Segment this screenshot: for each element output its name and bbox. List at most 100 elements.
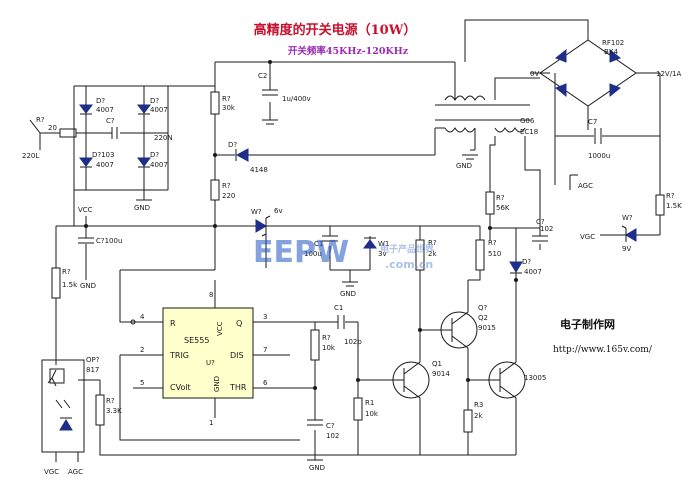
resistor-56k [485,191,495,215]
svg-text:102p: 102p [344,338,362,346]
output-voltage-label: 12V/1A [656,70,682,78]
svg-text:220: 220 [222,192,235,200]
svg-text:R?: R? [666,192,675,200]
svg-text:4007: 4007 [150,161,168,169]
vgc-label-bottom: VGC [44,468,59,476]
site-url: http://www.165v.com/ [553,345,653,355]
svg-text:TRIG: TRIG [169,351,189,360]
svg-text:3.3K: 3.3K [106,407,122,415]
svg-text:9014: 9014 [432,370,450,378]
svg-text:W?: W? [622,214,633,222]
svg-text:4: 4 [140,313,145,321]
svg-text:0V: 0V [530,70,539,78]
svg-text:9V: 9V [622,245,631,253]
agc-label: AGC [578,182,593,190]
svg-text:VCC: VCC [216,321,224,336]
svg-text:1.5K: 1.5K [666,202,682,210]
svg-text:5: 5 [140,379,144,387]
resistor-510 [475,239,485,271]
svg-text:C1: C1 [334,304,343,312]
svg-text:R?: R? [62,268,71,276]
svg-text:30k: 30k [222,104,236,112]
svg-text:1u/400v: 1u/400v [282,95,311,103]
svg-text:OP?: OP? [86,356,100,364]
svg-text:R?: R? [496,194,505,202]
svg-text:1000u: 1000u [588,152,610,160]
svg-text:R?: R? [322,334,331,342]
svg-text:RF102: RF102 [602,39,624,47]
input-voltage-label: 220L [22,152,39,160]
svg-text:100u: 100u [304,250,322,258]
agc-label-bottom: AGC [68,468,83,476]
svg-text:Q1: Q1 [432,360,442,368]
vgc-label: VGC [580,233,595,241]
svg-text:C?100u: C?100u [96,237,122,245]
svg-text:GND: GND [340,290,356,298]
resistor-r3 [463,409,473,433]
svg-text:C1: C1 [314,240,323,248]
svg-text:Q?: Q? [478,304,488,312]
svg-text:R3: R3 [474,401,483,409]
svg-text:EEPW: EEPW [253,235,349,270]
svg-text:C2: C2 [258,72,267,80]
svg-text:R?: R? [222,95,231,103]
svg-text:56K: 56K [496,204,510,212]
ic-name: SE555 [184,336,209,345]
svg-text:1.5k: 1.5k [62,281,78,289]
svg-text:9015: 9015 [478,324,496,332]
svg-text:1: 1 [209,419,213,427]
svg-text:R?: R? [488,239,497,247]
svg-text:13005: 13005 [524,374,546,382]
svg-text:8: 8 [209,291,213,299]
gnd-label-1: GND [134,204,150,212]
svg-text:G06: G06 [520,117,535,125]
svg-text:6: 6 [263,379,268,387]
svg-text:Q2: Q2 [478,314,488,322]
diode-4007-snubber [509,261,523,273]
svg-text:D?: D? [150,151,159,159]
optocoupler: OP?817 VGC AGC [41,350,100,476]
svg-text:D?103: D?103 [92,151,114,159]
input-resistor [59,128,77,138]
svg-text:2: 2 [140,346,144,354]
svg-text:3: 3 [263,313,267,321]
svg-text:BX4: BX4 [604,48,619,56]
bridge-diode-1: D?4007 [79,97,114,115]
title: 高精度的开关电源（10W） [254,22,417,38]
eepw-watermark: EEPW 电子产品世界 .com.cn [253,235,434,271]
svg-text:C7: C7 [588,118,597,126]
resistor-1.5k [51,267,61,299]
subtitle: 开关频率45KHz-120KHz [288,45,409,57]
resistor-r1 [353,397,363,421]
svg-text:C?: C? [106,117,115,125]
svg-text:4007: 4007 [96,161,114,169]
se555-ic: R VCC Q SE555 TRIG DIS U? CVolt GND THR … [130,280,315,427]
svg-text:3v: 3v [378,250,387,258]
svg-text:7: 7 [263,346,267,354]
resistor-1.5k-output [655,194,665,216]
site-name: 电子制作网 [560,317,615,331]
svg-text:102: 102 [326,432,339,440]
svg-text:R1: R1 [365,399,374,407]
svg-text:R?: R? [222,182,231,190]
svg-text:4007: 4007 [150,106,168,114]
svg-text:DIS: DIS [230,351,244,360]
svg-text:2k: 2k [474,412,483,420]
bridge-diode-2: D?4007 [137,97,168,115]
svg-text:GND: GND [80,282,96,290]
input-resistor-ref: R? [36,116,45,124]
svg-text:D?: D? [228,141,237,149]
zener-9v [625,228,637,242]
svg-text:R: R [170,319,176,328]
vcc-label: VCC [78,206,93,214]
resistor-220 [210,179,220,201]
svg-text:510: 510 [488,250,501,258]
resistor-2k [415,239,425,271]
svg-text:102: 102 [540,225,553,233]
